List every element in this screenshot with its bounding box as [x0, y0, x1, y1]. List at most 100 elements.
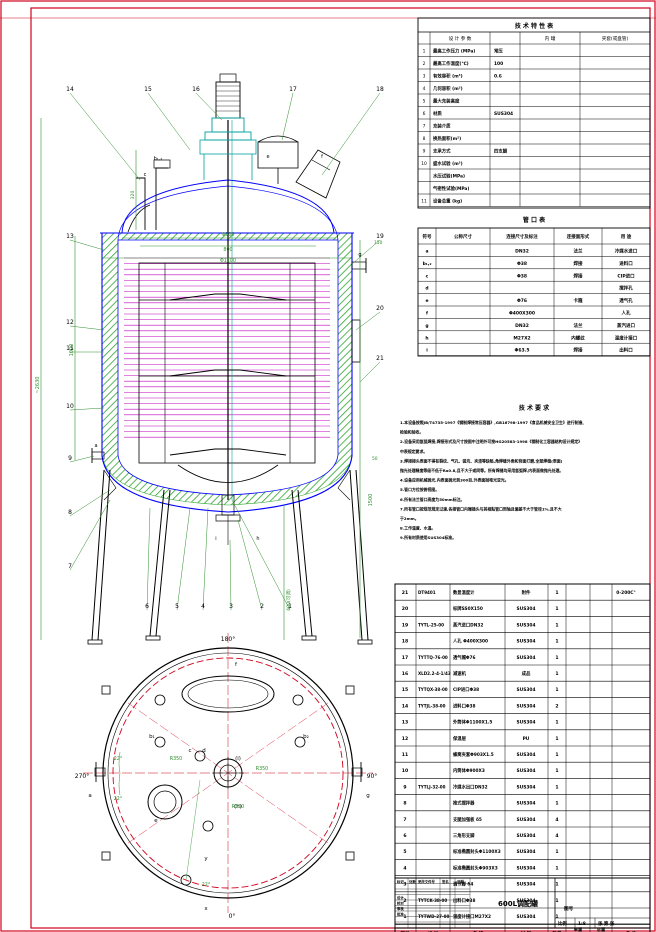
part-label-21: 21 — [376, 355, 384, 362]
leader-line — [146, 507, 151, 611]
nozzle-mark: i — [215, 536, 216, 542]
bom-qty: 1 — [555, 801, 558, 807]
plan-angle-arc — [118, 751, 121, 774]
front-view: ~263010003201500600(可调)Φ900800Φ110015050… — [35, 73, 384, 645]
bom-no: 4 — [403, 865, 406, 871]
bom-material: SUS304 — [516, 817, 535, 823]
plan-leg — [345, 851, 355, 861]
plan-label: x — [204, 906, 208, 912]
part-label-17: 17 — [289, 86, 297, 93]
tech-line: 于2mm。 — [400, 516, 419, 521]
leader-line — [231, 499, 291, 611]
bom-code: TYTCK-38-00 — [418, 898, 447, 903]
plan-leg — [101, 685, 111, 695]
tblock-field: 处数 — [408, 879, 416, 884]
dim-mid-label: 800 — [223, 247, 232, 253]
bom-material: 成品 — [522, 670, 531, 677]
nozzle-conn: Φ400X300 — [509, 311, 535, 317]
blade-middle — [169, 369, 287, 377]
bom-code: TYTJL-38-00 — [418, 703, 446, 708]
sheet-count: 张 第 张 — [598, 920, 615, 927]
spec-row-name: 最高工作温度(℃) — [433, 60, 469, 67]
plan-label: a — [88, 793, 91, 799]
plan-label: (h) — [234, 804, 242, 810]
bom-no: 16 — [402, 671, 408, 677]
part-label-6: 6 — [145, 603, 149, 610]
tblock-field: 批准 — [397, 912, 404, 917]
bom-name: 人孔 Φ400X300 — [452, 638, 488, 645]
cip-pipe — [127, 204, 151, 233]
leader-line — [69, 455, 95, 463]
tblock-field: 签名 — [441, 879, 449, 884]
spec-row-no: 10 — [421, 161, 427, 167]
bom-header: 单重 — [574, 926, 583, 932]
plan-vent-inner — [153, 790, 177, 814]
bom-qty: 1 — [555, 720, 558, 726]
spec-row-no: 3 — [423, 74, 426, 80]
spec-row-value: 四支腿 — [494, 148, 508, 155]
leader-line — [69, 407, 105, 411]
plan-label: f — [235, 662, 238, 668]
bom-no: 2 — [403, 898, 406, 904]
bom-name: 蒸汽进口DN32 — [452, 621, 483, 628]
bom-no: 18 — [402, 639, 408, 645]
leader-line — [355, 311, 381, 331]
plan-nozzle — [154, 736, 166, 748]
leader-line — [281, 92, 294, 141]
leg — [297, 489, 313, 637]
inlet-pipe-b2 — [136, 177, 146, 230]
bom-qty: 4 — [555, 817, 558, 823]
adjustable-foot — [145, 635, 161, 641]
nozzle-header: 连接面形式 — [567, 233, 590, 240]
bom-material: 附件 — [522, 589, 531, 596]
plan-dim-angle: 22° — [114, 756, 123, 762]
tblock-field: 设计 — [397, 895, 404, 900]
nozzle-mark: b₁,₂ — [154, 156, 163, 162]
plan-label: g — [366, 793, 370, 799]
nozzle-use: 蒸汽进口 — [617, 322, 635, 329]
part-label-2: 2 — [260, 603, 264, 610]
bom-qty: 1 — [555, 736, 558, 742]
nozzle-face: 卡箍 — [574, 297, 583, 304]
tech-title: 技 术 要 求 — [519, 404, 550, 412]
bom-no: 7 — [403, 817, 406, 823]
nozzle-use: 温度计接口 — [615, 334, 638, 341]
tech-line: 抛光处理精度等级不低于Ra0.8,且不大于或同等。所有焊缝均采用氩弧焊,内表面做… — [400, 468, 563, 473]
tblock-field: 更改文件号 — [418, 879, 436, 884]
spec-row-name: 最大充装高度 — [433, 98, 460, 105]
spec-row-name: 几何容积 (m³) — [433, 85, 463, 92]
nozzle-symbol: i — [426, 348, 428, 354]
nozzle-face: 焊接 — [574, 272, 583, 279]
plan-nozzle-a — [94, 767, 106, 777]
leader-line — [229, 539, 232, 611]
nozzle-symbol: c — [426, 274, 429, 279]
nozzle-conn: Φ76 — [517, 298, 527, 304]
bom-no: 10 — [402, 768, 408, 774]
leader-line — [195, 92, 223, 121]
bom-material: SUS304 — [516, 865, 535, 871]
nameplate — [351, 319, 361, 363]
spec-row-value: 常压 — [494, 48, 503, 55]
plan-manhole-inner — [187, 679, 269, 709]
plan-dim-r: R350 — [170, 756, 183, 762]
dim-outer-label: Φ1100 — [220, 258, 236, 264]
bom-qty: 1 — [555, 639, 558, 645]
inlet-flange — [153, 159, 171, 169]
nozzle-header: 符号 — [423, 233, 432, 240]
bom-qty: 1 — [555, 622, 558, 628]
leader-line — [69, 92, 141, 181]
spec-row-no: 1 — [423, 49, 426, 55]
leg — [97, 469, 111, 641]
tech-line: 8.工作温度、水温。 — [400, 526, 435, 531]
nozzle-use: 人孔 — [621, 310, 631, 317]
plan-label: b₁ — [149, 734, 155, 740]
tech-line: 5.管口方位按俯视图。 — [400, 487, 439, 492]
tech-line: 9.所有材质使用SUS304标准。 — [400, 535, 456, 540]
bom-material: SUS304 — [516, 752, 535, 758]
bom-code: TYTL-25-00 — [418, 622, 444, 627]
dim-upper-label: 320 — [130, 191, 136, 200]
drawing-name: 600L调配罐 — [498, 899, 538, 908]
tech-line: 3.焊接接头表面不得有裂纹、气孔、弧坑、夹渣等缺陷,角焊缝外角和背面打磨,全部焊… — [400, 458, 563, 463]
